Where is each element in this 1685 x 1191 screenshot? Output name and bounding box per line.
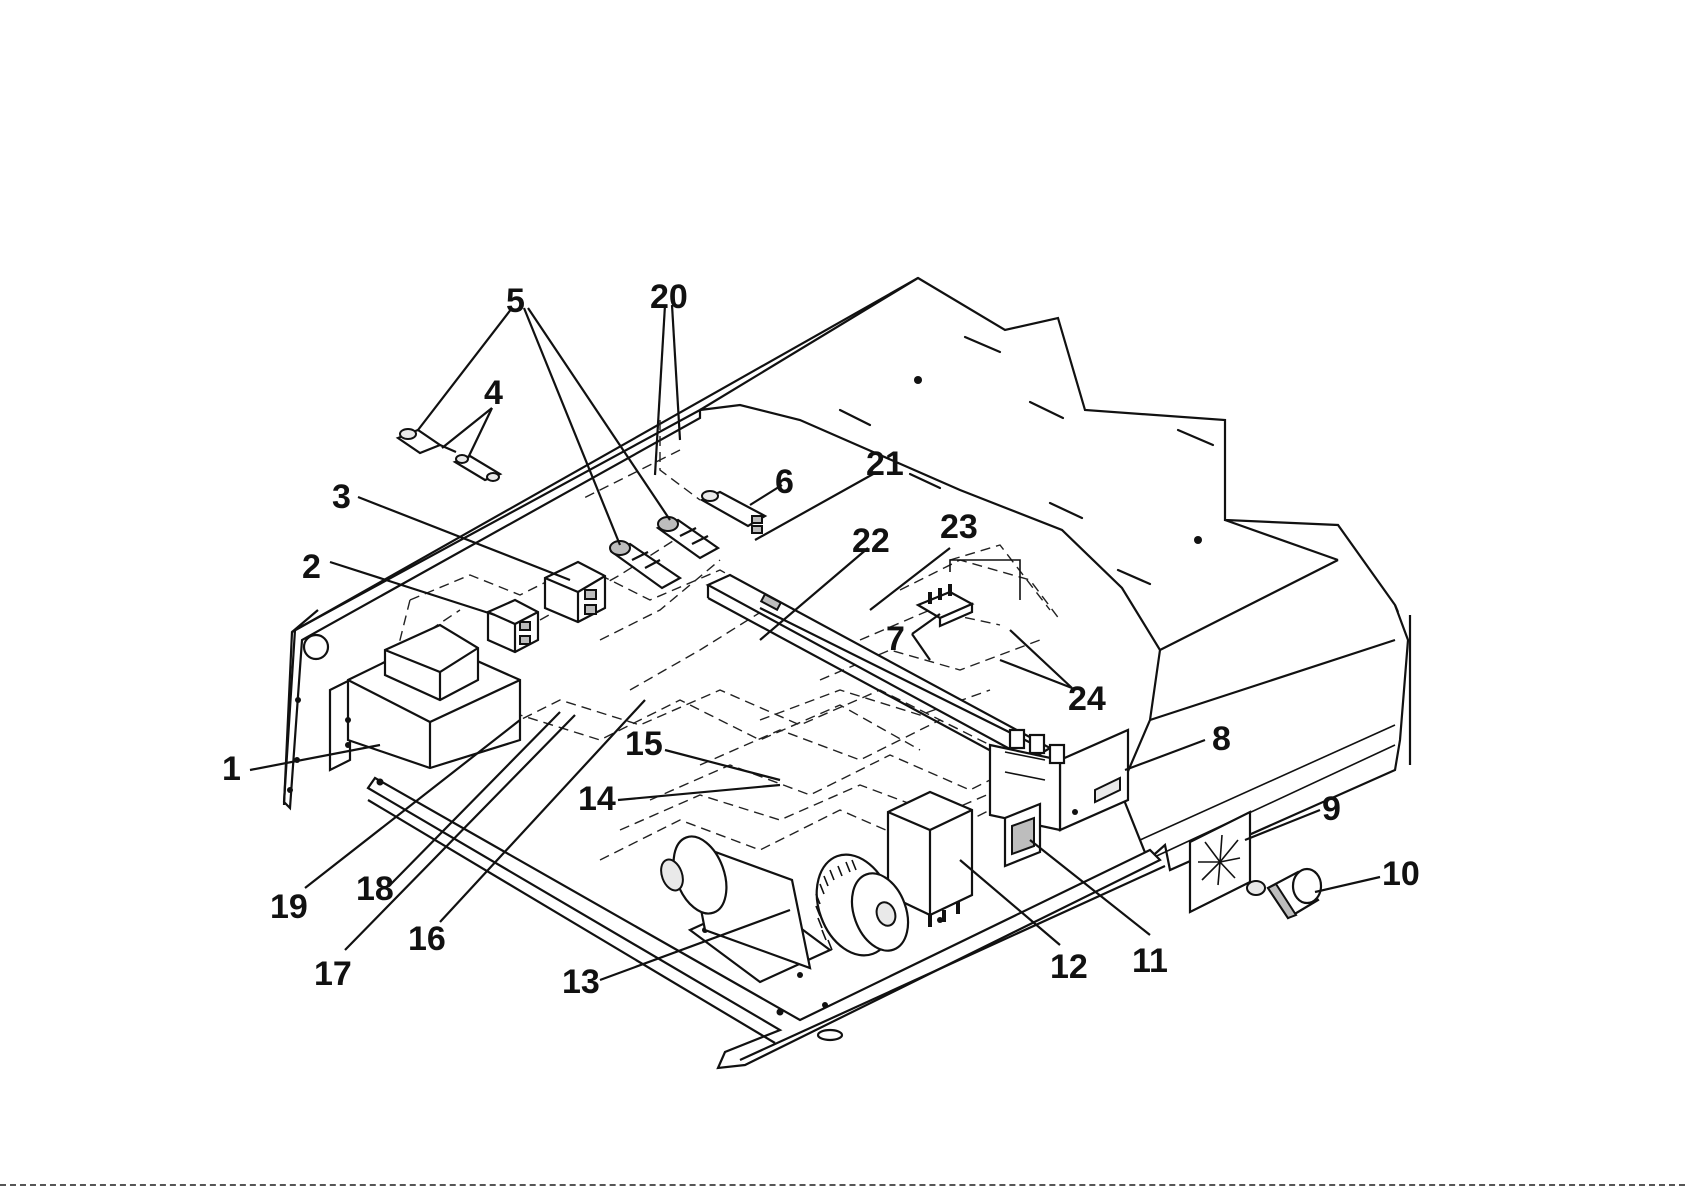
callout-24: 24 — [1068, 680, 1106, 718]
fuse-cap — [398, 429, 456, 453]
callout-10: 10 — [1382, 855, 1420, 893]
relay-3 — [545, 562, 605, 622]
wiring-channel — [708, 575, 1050, 772]
callout-16: 16 — [408, 920, 446, 958]
page-bottom-rule — [0, 1184, 1685, 1186]
terminal-connector-6 — [702, 491, 765, 533]
callout-8: 8 — [1212, 720, 1231, 758]
callout-20: 20 — [650, 278, 688, 316]
callout-12: 12 — [1050, 948, 1088, 986]
callout-5: 5 — [506, 282, 525, 320]
callout-9: 9 — [1322, 790, 1341, 828]
callout-11: 11 — [1132, 942, 1168, 980]
callout-22: 22 — [852, 522, 890, 560]
control-knob-10 — [1247, 869, 1321, 918]
callout-3: 3 — [332, 478, 351, 516]
fuse-holder-left — [610, 541, 680, 588]
chassis-housing — [284, 278, 1410, 870]
callout-15: 15 — [625, 725, 663, 763]
callout-4: 4 — [484, 374, 503, 412]
fuse-holder-right — [658, 517, 718, 558]
terminal-block-7 — [918, 560, 1020, 626]
callout-19: 19 — [270, 888, 308, 926]
callout-1: 1 — [222, 750, 241, 788]
fuse — [455, 455, 500, 481]
callout-21: 21 — [866, 445, 904, 483]
callout-14: 14 — [578, 780, 616, 818]
motor-13 — [657, 829, 918, 982]
callout-6: 6 — [775, 463, 794, 501]
callout-18: 18 — [356, 870, 394, 908]
callout-23: 23 — [940, 508, 978, 546]
callout-7: 7 — [886, 620, 905, 658]
relay-2 — [488, 600, 538, 652]
callout-13: 13 — [562, 963, 600, 1001]
callout-17: 17 — [314, 955, 352, 993]
callout-2: 2 — [302, 548, 321, 586]
